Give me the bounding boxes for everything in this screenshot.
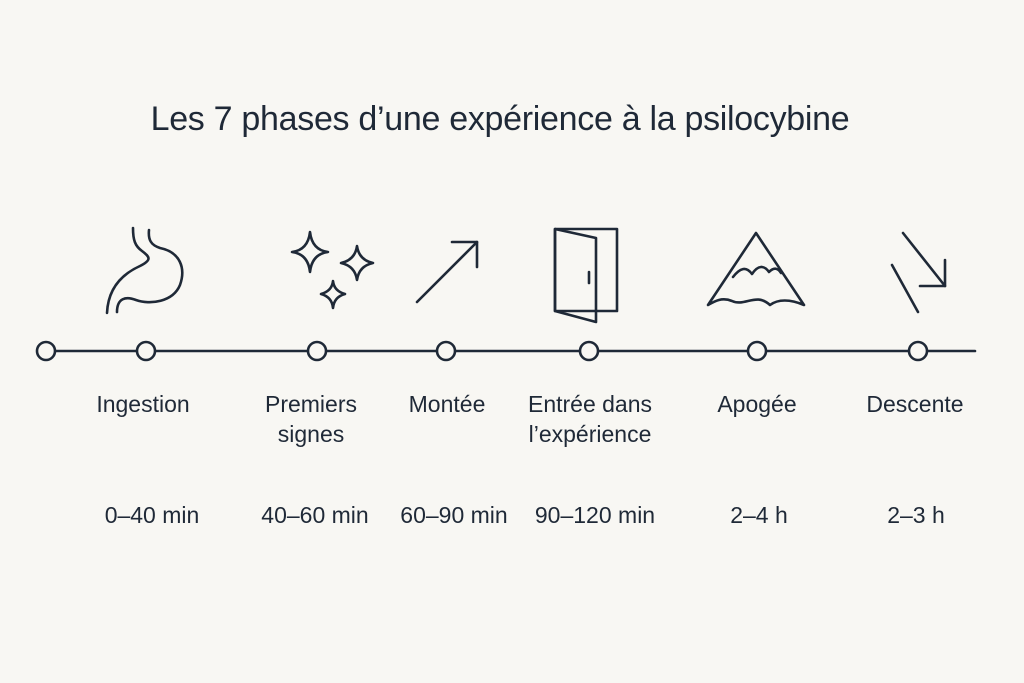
phase-label-apogee: Apogée: [717, 391, 797, 417]
stomach-icon: [105, 226, 184, 315]
timeline-node-descente: [907, 340, 929, 362]
sparkles-icon: [290, 230, 375, 310]
arrow-down-right-icon: [890, 231, 947, 314]
phase-duration-montee: 60–90 min: [400, 502, 508, 528]
phase-label-ingestion: Ingestion: [96, 391, 190, 417]
phase-label-descente: Descente: [866, 391, 964, 417]
mountain-peak-icon: [706, 231, 806, 307]
timeline-start-node: [35, 340, 57, 362]
phase-label-premiers-signes: Premiers signes: [264, 391, 357, 447]
door-icon: [553, 227, 619, 324]
phase-duration-descente: 2–3 h: [887, 502, 945, 528]
phase-label-montee: Montée: [408, 391, 486, 417]
timeline-node-montee: [435, 340, 457, 362]
diagram-title: Les 7 phases d’une expérience à la psilo…: [150, 100, 850, 138]
timeline-node-premiers-signes: [306, 340, 328, 362]
phase-duration-apogee: 2–4 h: [730, 502, 788, 528]
timeline-node-apogee: [746, 340, 768, 362]
phase-label-entree: Entrée dans l’expérience: [527, 391, 653, 447]
arrow-up-right-icon: [415, 240, 479, 304]
timeline-node-ingestion: [135, 340, 157, 362]
phase-duration-ingestion: 0–40 min: [104, 502, 200, 528]
phase-duration-premiers-signes: 40–60 min: [261, 502, 369, 528]
phase-duration-entree: 90–120 min: [534, 502, 656, 528]
timeline-node-entree: [578, 340, 600, 362]
